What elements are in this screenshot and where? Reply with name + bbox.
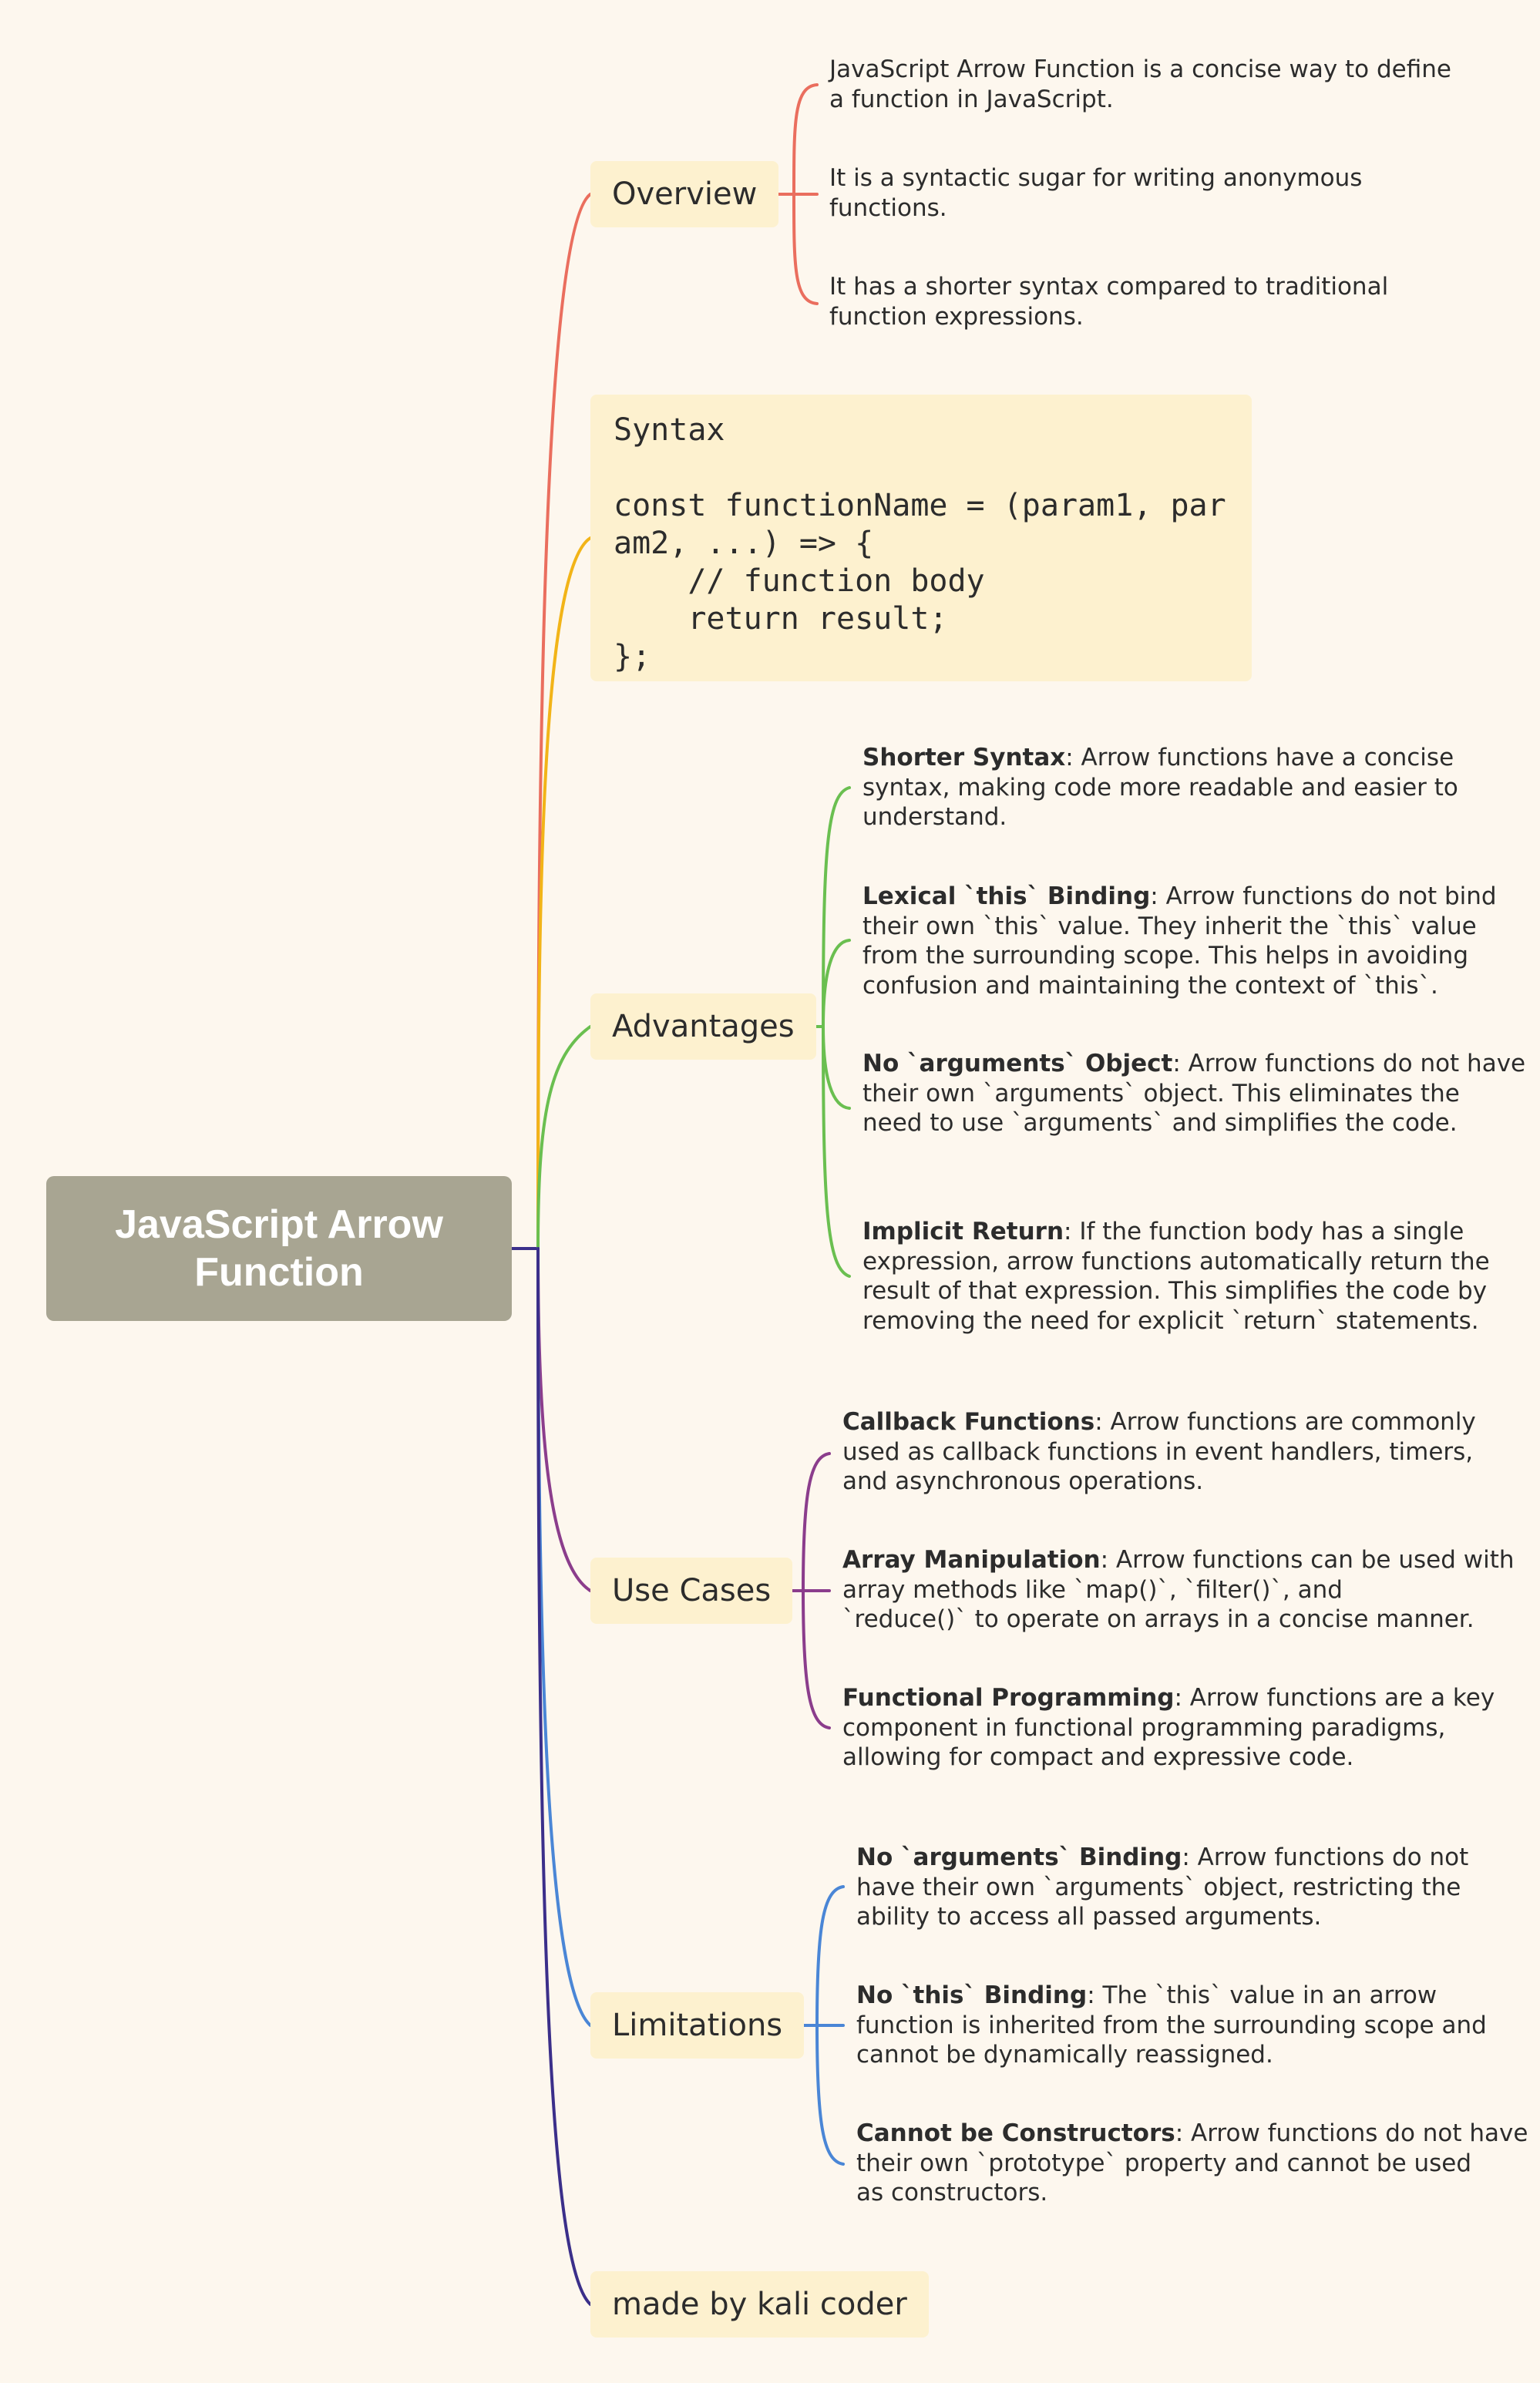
limitation-item: No `arguments` Binding: Arrow functions …	[856, 1843, 1468, 1932]
connector-limitations-1	[815, 1885, 845, 2027]
overview-item-line: It is a syntactic sugar for writing anon…	[829, 164, 1363, 192]
use-case-item-text: component in functional programming para…	[842, 1713, 1446, 1742]
advantage-item-text: : Arrow functions do not bind	[1150, 882, 1497, 910]
limitation-item-text: : The `this` value in an arrow	[1087, 1981, 1437, 2009]
advantage-item-title: Shorter Syntax	[862, 744, 1066, 771]
branch-limitations-label: Limitations	[612, 2008, 783, 2043]
advantage-item-title: Lexical `this` Binding	[862, 882, 1151, 910]
advantage-item-title: Implicit Return	[862, 1218, 1064, 1245]
footer-label: made by kali coder	[612, 2287, 907, 2322]
overview-item-line: It has a shorter syntax compared to trad…	[829, 273, 1389, 301]
use-case-item-text: `reduce()` to operate on arrays in a con…	[842, 1605, 1474, 1633]
branch-use-cases[interactable]: Use Cases	[590, 1558, 793, 1624]
limitation-item-title: No `arguments` Binding	[856, 1844, 1182, 1871]
advantage-item-text: removing the need for explicit `return` …	[862, 1306, 1479, 1335]
connector-advantages-3	[822, 1025, 851, 1110]
connector-overview-1	[792, 83, 819, 196]
limitation-item-text: ability to access all passed arguments.	[856, 1903, 1322, 1931]
overview-item-line: functions.	[829, 193, 947, 222]
branch-overview-label: Overview	[612, 176, 758, 212]
use-case-item-title: Functional Programming	[842, 1684, 1175, 1712]
connector-advantages-4	[822, 1025, 851, 1278]
limitation-item: Cannot be Constructors: Arrow functions …	[856, 2119, 1528, 2208]
advantage-item-text: result of that expression. This simplifi…	[862, 1277, 1488, 1305]
overview-item: JavaScript Arrow Function is a concise w…	[829, 55, 1451, 114]
branch-overview[interactable]: Overview	[590, 161, 779, 227]
connector-use-cases-3	[802, 1589, 831, 1729]
advantage-item-text: syntax, making code more readable and ea…	[862, 773, 1458, 802]
overview-item-line: a function in JavaScript.	[829, 85, 1114, 113]
advantage-item: Lexical `this` Binding: Arrow functions …	[862, 882, 1497, 1000]
syntax-code-block: const functionName = (param1, par am2, .…	[614, 488, 1226, 674]
limitation-item-text: as constructors.	[856, 2179, 1048, 2207]
advantage-item-text: : Arrow functions do not have	[1172, 1050, 1526, 1077]
limitation-item-text: their own `prototype` property and canno…	[856, 2149, 1472, 2177]
advantage-item-text: understand.	[862, 803, 1007, 831]
advantage-item-text: confusion and maintaining the context of…	[862, 971, 1438, 1000]
branch-use-cases-label: Use Cases	[612, 1573, 772, 1608]
branch-syntax[interactable]: Syntax const functionName = (param1, par…	[590, 395, 1252, 681]
connector-syntax	[536, 536, 592, 1250]
advantage-item-title: No `arguments` Object	[862, 1050, 1173, 1077]
use-case-item-text: : Arrow functions can be used with	[1100, 1546, 1515, 1574]
overview-item: It is a syntactic sugar for writing anon…	[829, 163, 1362, 223]
use-case-item: Callback Functions: Arrow functions are …	[842, 1407, 1476, 1497]
syntax-title: Syntax	[614, 412, 725, 448]
connector-use-cases	[536, 1247, 592, 1592]
use-case-item-text: array methods like `map()`, `filter()`, …	[842, 1575, 1343, 1604]
overview-item-line: function expressions.	[829, 302, 1084, 331]
limitation-item-text: have their own `arguments` object, restr…	[856, 1873, 1461, 1901]
connector-limitations-3	[815, 2024, 845, 2166]
root-title-line2: Function	[194, 1250, 364, 1295]
root-node[interactable]: JavaScript Arrow Function	[46, 1176, 512, 1321]
root-title-line1: JavaScript Arrow	[115, 1202, 443, 1247]
advantage-item-text: their own `arguments` object. This elimi…	[862, 1079, 1460, 1107]
connector-overview	[536, 193, 592, 1250]
limitation-item-text: function is inherited from the surroundi…	[856, 2011, 1487, 2039]
advantage-item-text: their own `this` value. They inherit the…	[862, 912, 1477, 940]
connector-overview-3	[792, 193, 819, 305]
use-case-item-text: : Arrow functions are commonly	[1094, 1408, 1476, 1436]
advantage-item: Shorter Syntax: Arrow functions have a c…	[862, 743, 1458, 832]
branch-advantages[interactable]: Advantages	[590, 993, 816, 1060]
use-case-item-text: and asynchronous operations.	[842, 1467, 1204, 1495]
overview-item: It has a shorter syntax compared to trad…	[829, 272, 1388, 331]
advantage-item-text: need to use `arguments` and simplifies t…	[862, 1109, 1458, 1137]
limitation-item-text: : Arrow functions do not	[1182, 1844, 1469, 1871]
advantage-item-text: from the surrounding scope. This helps i…	[862, 942, 1469, 970]
connector-advantages-1	[822, 786, 851, 1028]
use-case-item-text: used as callback functions in event hand…	[842, 1437, 1474, 1466]
limitation-item-title: No `this` Binding	[856, 1981, 1088, 2009]
connector-use-cases-1	[802, 1452, 831, 1592]
limitation-item: No `this` Binding: The `this` value in a…	[856, 1981, 1487, 2070]
use-case-item-title: Array Manipulation	[842, 1546, 1101, 1574]
branch-limitations[interactable]: Limitations	[590, 1992, 805, 2059]
use-case-item-title: Callback Functions	[842, 1408, 1095, 1436]
branch-advantages-label: Advantages	[612, 1009, 795, 1044]
limitation-item-title: Cannot be Constructors	[856, 2119, 1175, 2147]
use-case-item-text: allowing for compact and expressive code…	[842, 1743, 1354, 1771]
advantage-item-text: expression, arrow functions automaticall…	[862, 1247, 1490, 1276]
use-case-item-text: : Arrow functions are a key	[1174, 1684, 1495, 1712]
advantage-item: Implicit Return: If the function body ha…	[862, 1217, 1490, 1336]
overview-item-line: JavaScript Arrow Function is a concise w…	[829, 55, 1451, 83]
connector-footer	[536, 1247, 592, 2306]
advantage-item-text: : If the function body has a single	[1064, 1218, 1464, 1245]
use-case-item: Array Manipulation: Arrow functions can …	[842, 1545, 1515, 1635]
advantage-item-text: : Arrow functions have a concise	[1065, 744, 1454, 771]
connector-advantages-2	[822, 939, 851, 1028]
limitation-item-text: : Arrow functions do not have	[1175, 2119, 1528, 2147]
use-case-item: Functional Programming: Arrow functions …	[842, 1683, 1495, 1773]
connector-advantages	[536, 1025, 592, 1250]
branch-footer[interactable]: made by kali coder	[590, 2271, 929, 2338]
advantage-item: No `arguments` Object: Arrow functions d…	[862, 1049, 1525, 1138]
limitation-item-text: cannot be dynamically reassigned.	[856, 2041, 1273, 2069]
